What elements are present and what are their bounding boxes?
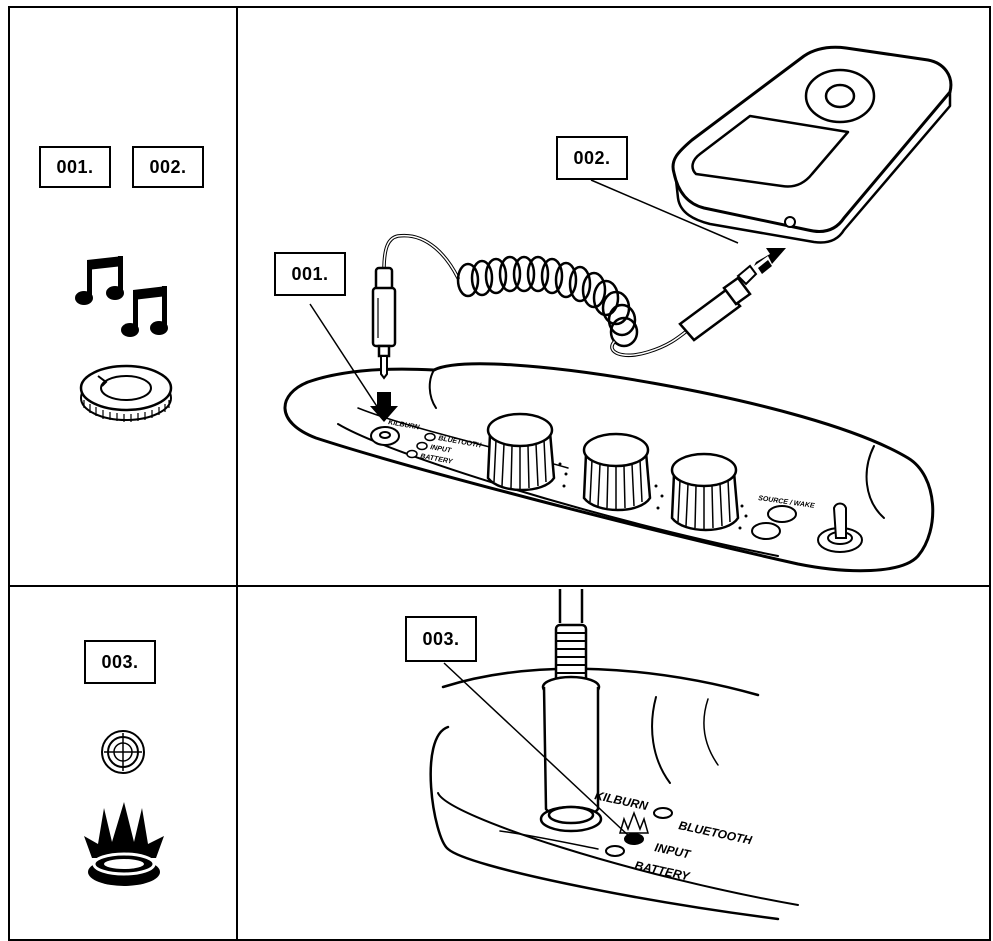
step-002-tag-legend: 002. xyxy=(132,146,204,188)
closeup-bluetooth-label: BLUETOOTH xyxy=(677,818,753,847)
row-divider xyxy=(8,585,991,587)
closeup-leds xyxy=(605,807,673,857)
leader-line-001 xyxy=(309,303,379,409)
column-divider xyxy=(236,6,238,941)
control-knobs xyxy=(486,412,740,532)
knob-2 xyxy=(582,432,652,512)
leader-line-003 xyxy=(443,662,631,838)
input-led-closeup-illustration: KILBURN BLUETOOTH INPUT BATTERY xyxy=(429,589,799,921)
input-jack-ring-icon xyxy=(79,364,173,422)
panel-input-jack xyxy=(370,426,400,446)
leader-line-002 xyxy=(590,179,739,244)
step-002-tag-callout: 002. xyxy=(556,136,628,180)
cable-plug-right xyxy=(678,264,758,342)
closeup-battery-label: BATTERY xyxy=(633,858,691,883)
panel-input-label: INPUT xyxy=(430,444,453,455)
glowing-led-icon xyxy=(84,802,164,886)
music-player-device xyxy=(671,45,953,244)
coiled-audio-cable xyxy=(382,233,690,357)
crosshair-target-icon xyxy=(101,730,145,774)
knob-1 xyxy=(486,412,556,492)
closeup-brand-label: KILBURN xyxy=(593,788,649,813)
step-003-tag-legend: 003. xyxy=(84,640,156,684)
step-001-tag-legend: 001. xyxy=(39,146,111,188)
power-toggle-switch xyxy=(817,502,863,553)
step-003-tag-callout: 003. xyxy=(405,616,477,662)
speaker-connection-illustration: KILBURN BLUETOOTH INPUT BATTERY SOURCE /… xyxy=(283,45,953,573)
panel-leds xyxy=(406,432,436,459)
step-001-tag-callout: 001. xyxy=(274,252,346,296)
insert-arrow-down xyxy=(370,392,398,422)
knob-scale-dots xyxy=(558,462,748,530)
closeup-input-label: INPUT xyxy=(653,840,693,862)
cable-plug-left xyxy=(371,266,397,380)
knob-3 xyxy=(670,452,740,532)
insert-arrow-up-right xyxy=(754,248,786,274)
speaker-buttons xyxy=(751,505,797,540)
music-notes-icon xyxy=(75,256,168,337)
closeup-plug xyxy=(539,589,603,833)
